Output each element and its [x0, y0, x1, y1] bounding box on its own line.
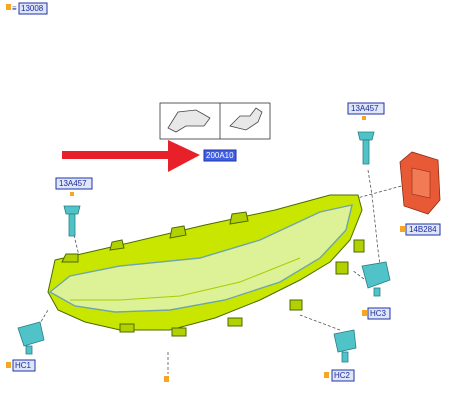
- clip-icon: [17, 321, 45, 355]
- ref-13a457-top: 13A457: [351, 104, 379, 113]
- control-module: [399, 151, 441, 215]
- ref-200a10: 200A10: [206, 151, 234, 160]
- ref-13a457-left: 13A457: [59, 179, 87, 188]
- bolt-icon: [63, 192, 81, 237]
- headlamp-lens: [48, 204, 353, 313]
- ref-13008: 13008: [21, 4, 44, 13]
- red-arrow-icon: [62, 140, 200, 172]
- ref-prefix: ≡: [12, 4, 17, 13]
- ref-hc3: HC3: [370, 309, 387, 318]
- ref-hc1: HC1: [15, 361, 32, 370]
- inset-bracket-detail: [159, 102, 271, 140]
- clip-hc2-label[interactable]: HC2: [324, 369, 355, 382]
- ref-hc2: HC2: [334, 371, 351, 380]
- bracket-ref-label[interactable]: 200A10: [203, 149, 237, 162]
- ref-marker: [6, 4, 11, 10]
- headlamp-assembly: [47, 194, 365, 337]
- bolt-left-label[interactable]: 13A457: [55, 177, 93, 190]
- main-ref-label[interactable]: ≡ 13008: [6, 2, 48, 15]
- clip-hc3-label[interactable]: HC3: [362, 307, 391, 320]
- module-ref-label[interactable]: 14B284: [400, 223, 441, 236]
- clip-icon: [333, 329, 357, 363]
- clip-hc1-label[interactable]: HC1: [6, 359, 36, 372]
- clip-icon: [361, 261, 391, 297]
- bottom-marker: [164, 376, 169, 382]
- bolt-icon: [357, 116, 375, 165]
- ref-14b284: 14B284: [409, 225, 437, 234]
- bolt-top-label[interactable]: 13A457: [347, 102, 385, 115]
